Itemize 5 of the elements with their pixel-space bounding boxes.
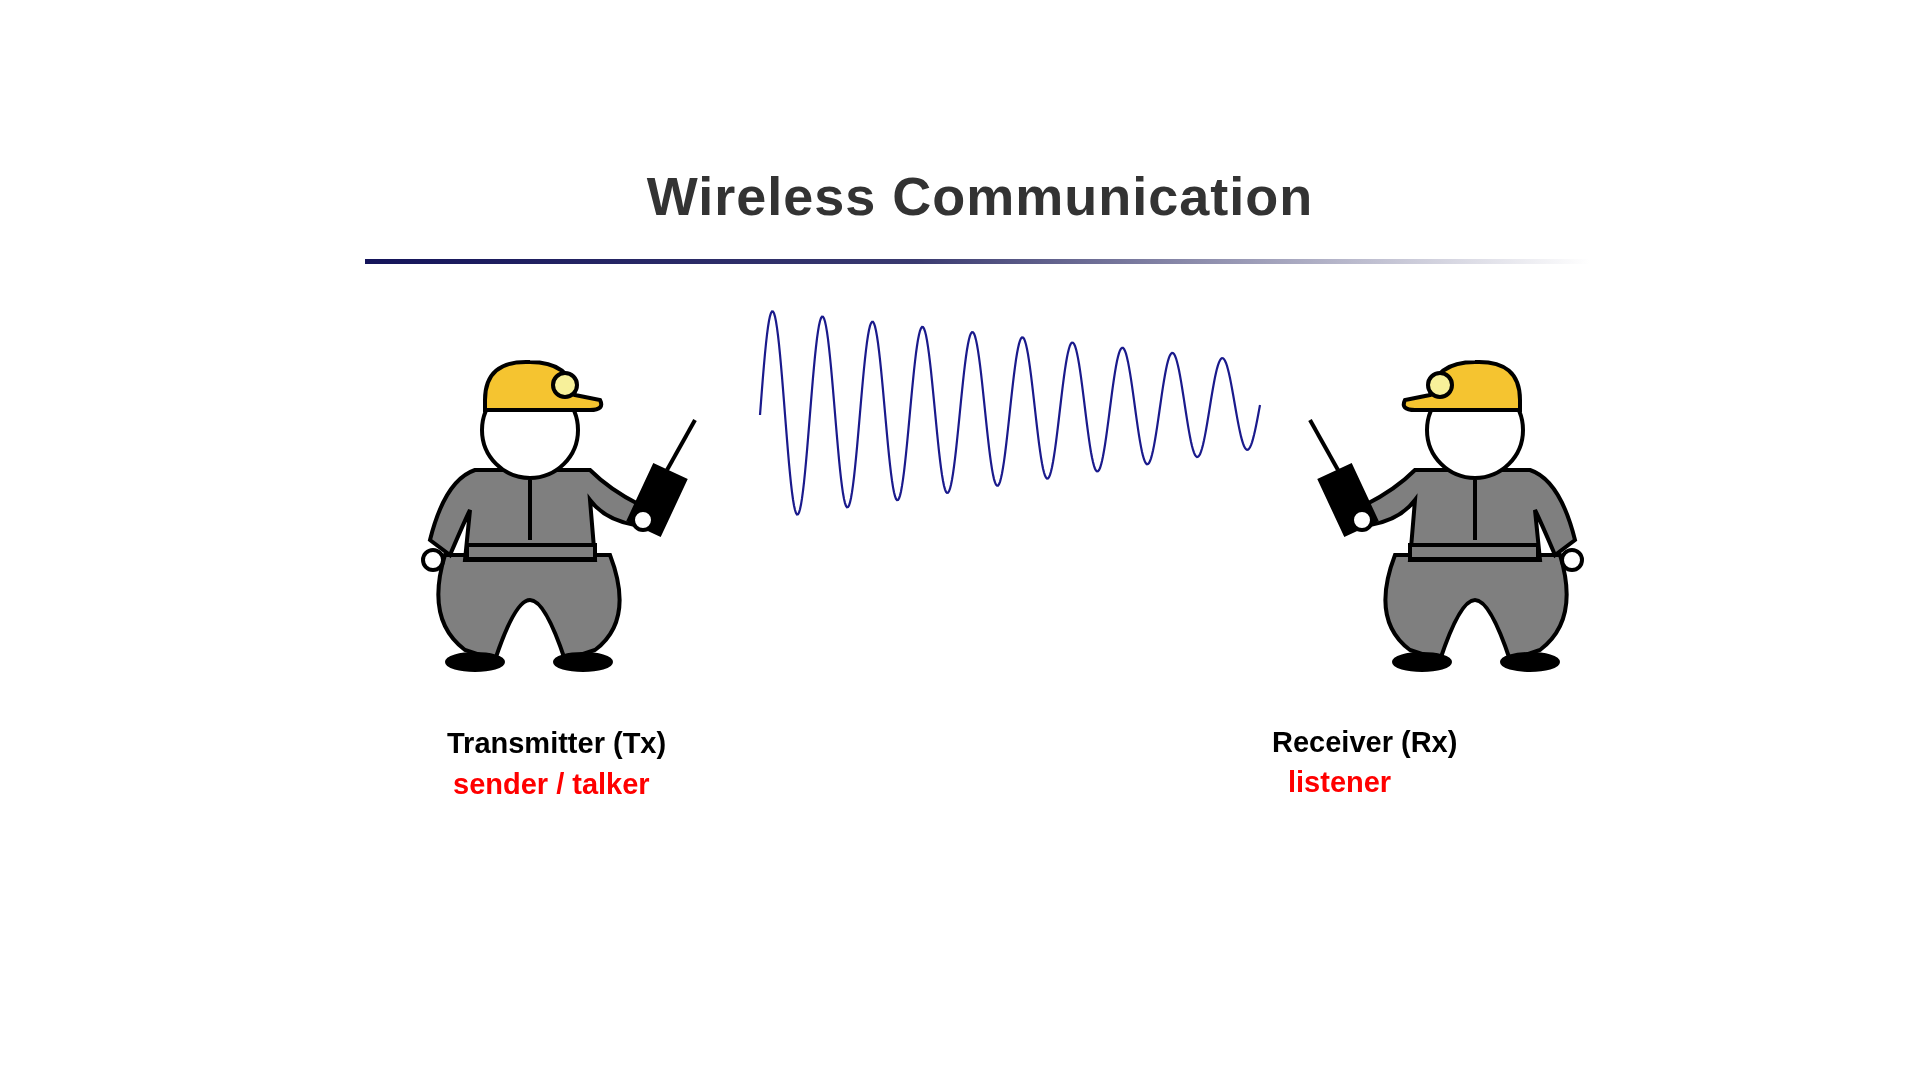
role-label: sender / talker — [453, 768, 650, 801]
device-label: Transmitter (Tx) — [447, 727, 667, 760]
title: Wireless Communication — [645, 165, 1315, 227]
role-label: listener — [1288, 766, 1392, 799]
device-label: Receiver (Rx) — [1272, 726, 1458, 759]
